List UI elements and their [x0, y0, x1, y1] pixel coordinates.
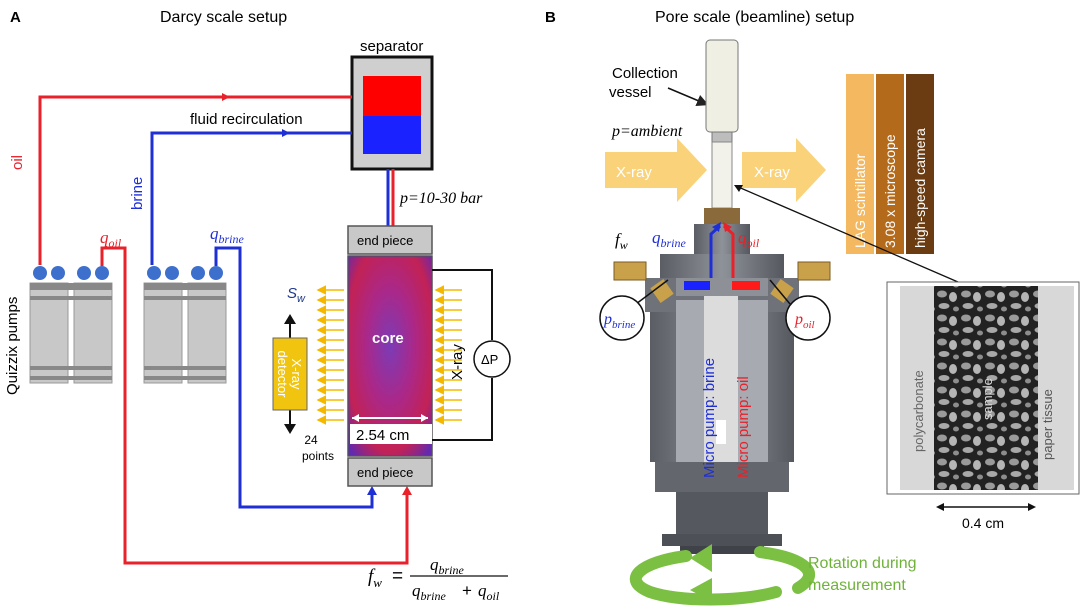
- end-piece-top: [347, 225, 433, 255]
- p-ambient-label: p=ambient: [611, 123, 683, 140]
- oil-feed-line: [100, 246, 409, 565]
- paper-tissue-label: paper tissue: [1040, 389, 1055, 460]
- polycarbonate-wall: [900, 286, 934, 490]
- fractional-flow-formula: fw = qbrine qbrine + qoil: [368, 555, 508, 603]
- zoom-pointer-head: [734, 185, 743, 192]
- xray-vertical-label: X-ray: [449, 344, 466, 380]
- p-oil-pointer: [769, 279, 791, 305]
- q-brine-cell-label: qbrine: [652, 228, 687, 250]
- inset-scale-label: 0.4 cm: [962, 515, 1004, 531]
- dp-line-top: [432, 269, 493, 340]
- core-label: core: [372, 330, 404, 347]
- end-piece-top-label: end piece: [357, 233, 413, 248]
- microscope: [876, 74, 904, 254]
- dp-label: ΔP: [481, 352, 498, 367]
- lag-scintillator: [846, 74, 874, 254]
- micro-pump-oil-label: Micro pump: oil: [735, 376, 752, 478]
- p-brine-pointer: [635, 279, 669, 305]
- p-oil-label: poil: [794, 311, 815, 331]
- paper-tissue-wall: [1038, 286, 1074, 490]
- panel-a-letter: A: [10, 9, 21, 26]
- oil-cell-flow-head: [723, 222, 732, 232]
- panel-b-title: Pore scale (beamline) setup: [655, 9, 854, 26]
- fw-label: fw: [615, 230, 628, 252]
- quizzix-pumps-label: Quizzix pumps: [4, 297, 21, 395]
- collection-vessel-pointer: [667, 87, 709, 107]
- svg-text:qoil: qoil: [478, 581, 500, 603]
- separator-brine-phase: [363, 116, 421, 154]
- sw-label: Sw: [287, 285, 306, 305]
- detector-stack-label-3: high-speed camera: [912, 128, 928, 248]
- sample-slice: [934, 286, 1038, 490]
- xray-beam-incoming: [605, 138, 707, 202]
- detector-stack-label-2: 3.08 x microscope: [882, 134, 898, 248]
- rotation-arrow: [629, 544, 815, 606]
- polycarbonate-label: polycarbonate: [911, 370, 926, 452]
- separator-oil-phase: [363, 76, 421, 116]
- detector-stack-label-1: LAG scintillator: [852, 154, 868, 248]
- fluid-recirculation-label: fluid recirculation: [190, 111, 303, 128]
- separator-label: separator: [360, 38, 423, 55]
- xray-outgoing-arrows: [316, 285, 344, 425]
- p-oil-gauge: [785, 295, 831, 341]
- end-piece-bottom-label: end piece: [357, 465, 413, 480]
- panel-b-letter: B: [545, 9, 556, 26]
- dp-line-bottom: [432, 378, 493, 441]
- pressure-label: p=10-30 bar: [399, 190, 483, 207]
- brine-feed-line: [214, 246, 374, 509]
- dp-gauge: [473, 340, 511, 378]
- svg-text:+: +: [462, 581, 472, 600]
- detector-label: X-raydetector: [275, 351, 304, 399]
- core-sample: [347, 255, 433, 457]
- p-brine-label: pbrine: [603, 311, 635, 331]
- svg-text:=: =: [392, 566, 403, 587]
- zoom-pointer: [735, 185, 959, 283]
- q-oil-cell-label: qoil: [738, 228, 760, 250]
- brine-feed-arrowhead: [367, 486, 377, 495]
- high-speed-camera: [906, 74, 934, 254]
- end-piece-bottom: [347, 457, 433, 487]
- collection-vessel-neck: [711, 131, 733, 143]
- xray-left-label: X-ray: [616, 164, 652, 181]
- xray-detector: [272, 337, 308, 411]
- p-brine-gauge: [599, 295, 645, 341]
- oil-label: oil: [9, 155, 26, 170]
- brine-flow-arrow: [282, 129, 290, 137]
- oil-recirculation-line: [38, 95, 352, 265]
- quizzix-pumps: [29, 266, 227, 384]
- sample-label: sample: [980, 378, 995, 420]
- oil-feed-arrowhead: [402, 486, 412, 495]
- micro-pump-brine-label: Micro pump: brine: [701, 358, 718, 478]
- xray-incoming-arrows: [434, 285, 462, 425]
- q-oil-label: qoil: [100, 228, 122, 250]
- svg-text:qbrine: qbrine: [412, 581, 447, 603]
- oil-flow-arrow: [222, 93, 230, 101]
- xray-right-label: X-ray: [754, 164, 790, 181]
- svg-text:fw: fw: [368, 566, 382, 590]
- core-width-label-bg: [350, 424, 432, 444]
- panel-a-title: Darcy scale setup: [160, 9, 287, 26]
- core-width-label: 2.54 cm: [356, 427, 409, 444]
- brine-cell-flow-head: [712, 222, 721, 232]
- xray-beam-outgoing: [742, 138, 826, 202]
- core-sample-tint: [348, 256, 432, 456]
- beamline-cell: [613, 141, 831, 554]
- brine-recirculation-line: [150, 131, 352, 265]
- brine-label: brine: [129, 177, 146, 210]
- svg-text:qbrine: qbrine: [430, 555, 465, 577]
- collection-vessel: [705, 39, 739, 133]
- q-brine-label: qbrine: [210, 224, 245, 246]
